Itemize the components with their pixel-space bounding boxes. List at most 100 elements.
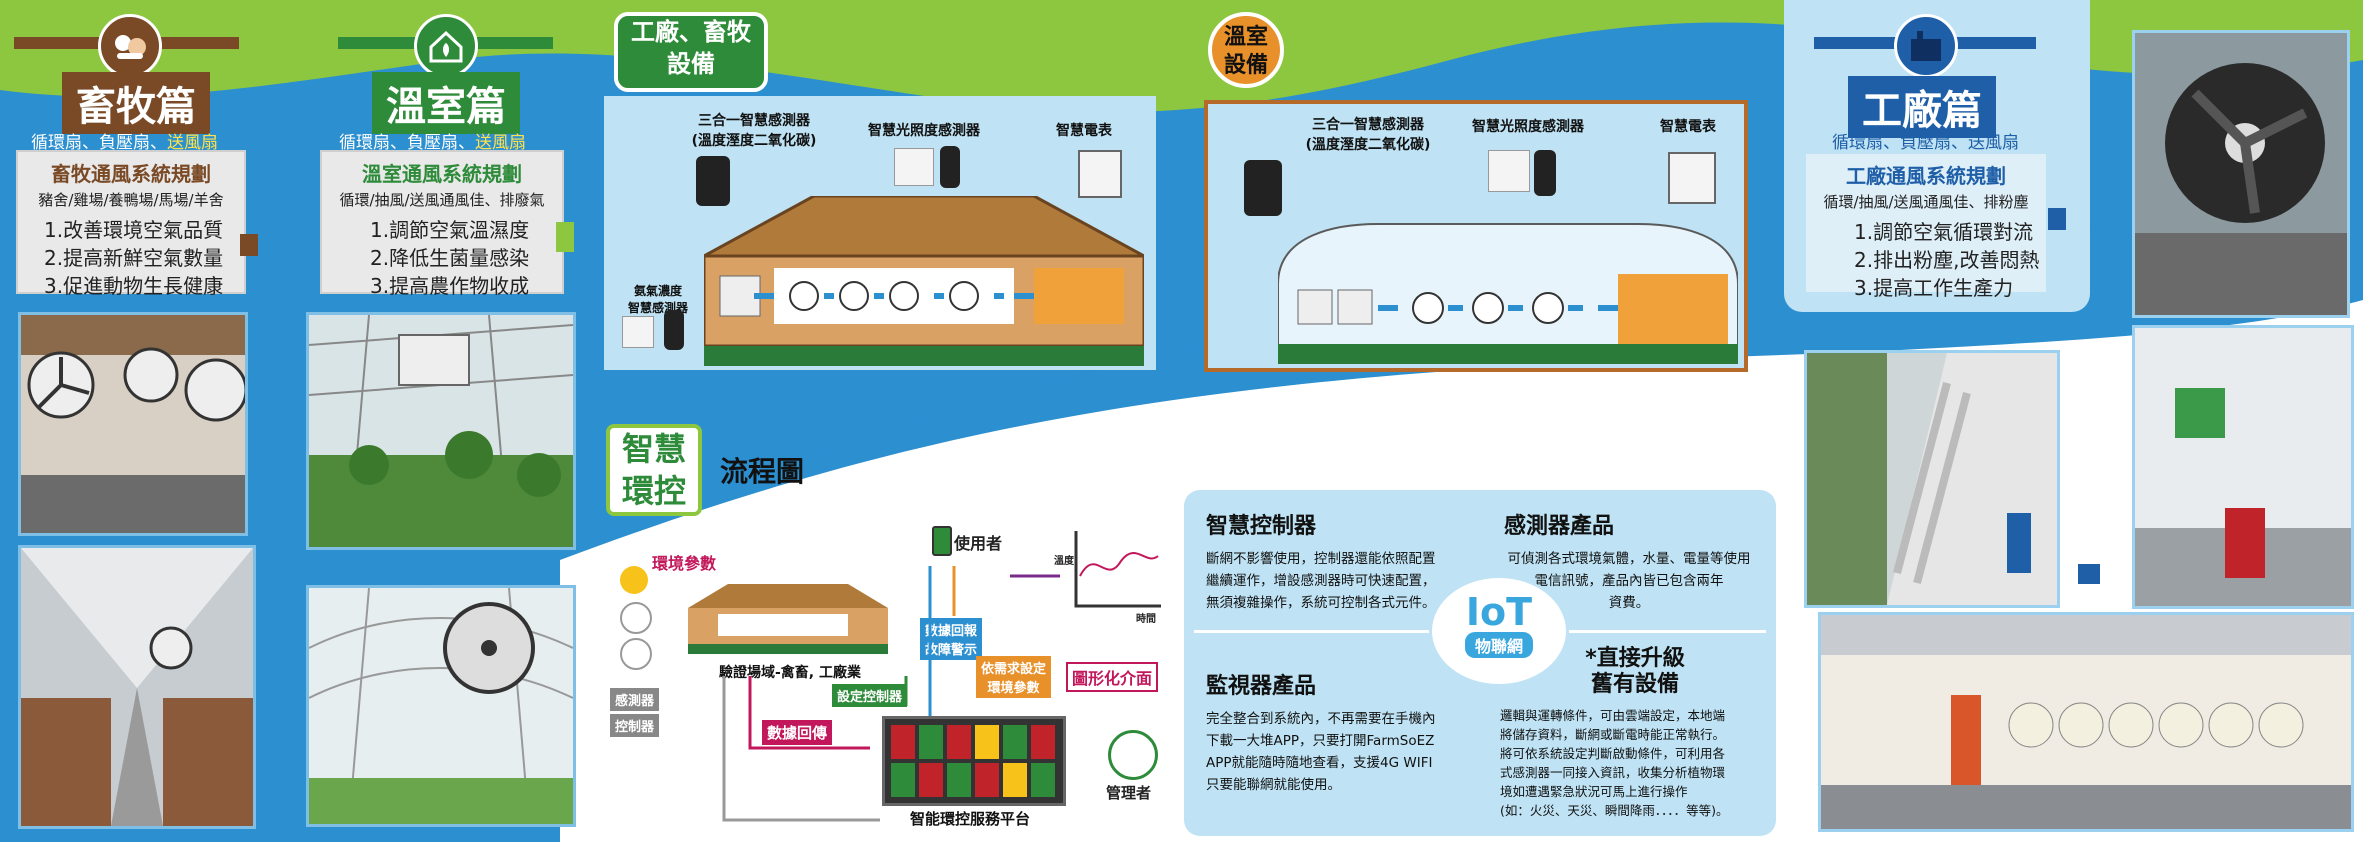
smart-control-badge: 智慧 環控 xyxy=(606,424,702,516)
label-line: 三合一智慧感測器 xyxy=(1312,117,1424,133)
greenhouse-fan-types: 循環扇、負壓扇、送風扇 xyxy=(325,128,540,153)
text-line: 無須複雜操作，系統可控制各式元件。 xyxy=(1206,595,1436,611)
badge-line: 溫室 xyxy=(1223,25,1268,50)
upgrade-card: *直接升級 舊有設備 邏輯與運轉條件，可由雲端設定，本地端 將儲存資料，斷網或斷… xyxy=(1500,646,1770,820)
list-item: 3.提高工作生產力 xyxy=(1854,276,2014,300)
label-line: (溫度溼度二氧化碳) xyxy=(691,133,817,149)
greenhouse-plan-panel: 溫室通風系統規劃 循環/抽風/送風通風佳、排廢氣 1.調節空氣溫濕度 2.降低生… xyxy=(322,152,562,298)
light-sensor-probe-icon xyxy=(940,146,960,188)
text-line: 電信訊號，產品內皆已包含兩年 xyxy=(1534,573,1724,589)
monitor-title: 監視器產品 xyxy=(1206,674,1317,699)
text-line: 下載一大堆APP，只要打開FarmSoEZ xyxy=(1206,733,1435,749)
greenhouse-equipment-badge: 溫室 設備 xyxy=(1208,12,1284,88)
factory-corridor-fans-photo xyxy=(1804,350,2060,608)
factory-corridor-accent-square xyxy=(2078,564,2100,584)
env-params-label: 環境參數 xyxy=(652,554,717,573)
label-line: 依需求設定 xyxy=(981,662,1047,677)
livestock-benefits-list: 1.改善環境空氣品質 2.提高新鮮空氣數量 3.促進動物生長健康 xyxy=(18,216,244,300)
greenhouse-title: 溫室篇 xyxy=(372,72,520,134)
list-item: 2.排出粉塵,改善悶熱 xyxy=(1854,248,2040,272)
phone-icon xyxy=(932,526,952,556)
greenhouse-plants-fan-photo xyxy=(306,312,576,550)
text-line: 完全整合到系統內，不再需要在手機內 xyxy=(1206,711,1436,727)
iot-badge: IoT 物聯網 xyxy=(1432,578,1566,684)
greenhouse-accent-square xyxy=(556,222,574,252)
list-item: 1.改善環境空氣品質 xyxy=(44,218,224,242)
flow-chart-title: 流程圖 xyxy=(720,455,805,488)
list-item: 2.降低生菌量感染 xyxy=(370,246,530,270)
badge-line: 設備 xyxy=(1223,53,1268,78)
title-line: *直接升級 xyxy=(1585,646,1685,671)
cow-pig-icon xyxy=(98,14,162,78)
flow-diagram: 環境參數 驗證場域-禽畜, 工廠業 感測器 控制器 使用者 溫度 時間 數據回報… xyxy=(610,526,1170,836)
factory-accent-square xyxy=(2048,208,2066,230)
text-line: 斷網不影響使用，控制器還能依照配置 xyxy=(1206,551,1436,567)
sun-icon xyxy=(620,566,648,594)
monitor-card: 監視器產品 完全整合到系統內，不再需要在手機內 下載一大堆APP，只要打開Far… xyxy=(1206,668,1468,796)
light-sensor-label: 智慧光照度感測器 xyxy=(1472,119,1584,135)
label-line: 三合一智慧感測器 xyxy=(698,113,810,129)
ammonia-sensor-probe-icon xyxy=(664,310,684,350)
factory-livestock-equipment-badge: 工廠、畜牧 設備 xyxy=(614,12,768,92)
three-in-one-sensor-icon xyxy=(1244,160,1282,216)
factory-building-icon xyxy=(1894,14,1958,78)
text-line: 境如遭遇緊急狀況可馬上進行操作 xyxy=(1500,784,1688,799)
livestock-plan-title: 畜牧通風系統規劃 xyxy=(51,162,211,186)
livestock-fan-types-a: 循環扇、負壓扇 xyxy=(31,133,150,153)
platform-label: 智能環控服務平台 xyxy=(909,810,1030,828)
livestock-fan-types-sep: 、 xyxy=(150,133,167,153)
list-item: 2.提高新鮮空氣數量 xyxy=(44,246,224,270)
barn-mini-illustration xyxy=(688,584,888,654)
livestock-fan-types-b: 送風扇 xyxy=(167,133,218,153)
user-label: 使用者 xyxy=(954,534,1003,553)
three-in-one-sensor-label: 三合一智慧感測器 (溫度溼度二氧化碳) xyxy=(654,110,854,150)
light-sensor-icon xyxy=(1488,150,1530,192)
livestock-plan-panel: 畜牧通風系統規劃 豬舍/雞場/養鴨場/馬場/羊舍 1.改善環境空氣品質 2.提高… xyxy=(18,152,244,298)
upgrade-title: *直接升級 舊有設備 xyxy=(1500,646,1770,698)
smart-meter-icon xyxy=(1078,150,1122,198)
label-line: 智慧感測器 xyxy=(627,301,688,315)
factory-title: 工廠篇 xyxy=(1848,76,1996,138)
flow-arrows xyxy=(722,566,1060,822)
three-in-one-sensor-label: 三合一智慧感測器 (溫度溼度二氧化碳) xyxy=(1268,114,1468,154)
list-item: 1.調節空氣循環對流 xyxy=(1854,220,2034,244)
factory-large-fan-photo xyxy=(2132,30,2350,318)
ammonia-sensor-label: 氨氣濃度 智慧感測器 xyxy=(618,282,698,316)
greenhouse-fan-types-a: 循環扇、負壓扇 xyxy=(339,133,458,153)
text-line: 資費。 xyxy=(1608,595,1650,611)
livestock-barn-fans-photo xyxy=(18,312,248,536)
list-item: 3.提高農作物收成 xyxy=(370,274,530,298)
trend-chart-icon xyxy=(1074,531,1161,608)
text-line: 可偵測各式環境氣體，水量、電量等使用 xyxy=(1507,551,1751,567)
controller-title: 智慧控制器 xyxy=(1206,514,1317,539)
barn-building-illustration xyxy=(704,196,1144,366)
platform-dashboard-icon xyxy=(882,716,1066,806)
site-label: 驗證場域-禽畜, 工廠業 xyxy=(718,665,861,681)
controller-card: 智慧控制器 斷網不影響使用，控制器還能依照配置 繼續運作，增設感測器時可快速配置… xyxy=(1206,508,1456,614)
factory-wall-fan-forklift-photo xyxy=(2132,325,2354,609)
text-line: 繼續運作，增設感測器時可快速配置， xyxy=(1206,573,1436,589)
humidity-axis-label: 溫度 xyxy=(1054,556,1074,567)
factory-fan-types-sep: 、 xyxy=(1951,133,1968,153)
label-line: (溫度溼度二氧化碳) xyxy=(1305,137,1431,153)
sensor-card: 感測器產品 可偵測各式環境氣體，水量、電量等使用 電信訊號，產品內皆已包含兩年 … xyxy=(1494,508,1764,614)
label-line: 環境參數 xyxy=(987,681,1040,696)
factory-fan-types-b: 送風扇 xyxy=(1968,133,2019,153)
set-controller-label: 設定控制器 xyxy=(832,684,908,707)
iot-sub-text: 物聯網 xyxy=(1464,632,1533,658)
badge-line: 設備 xyxy=(667,50,715,78)
smart-meter-label: 智慧電表 xyxy=(1056,123,1112,139)
text-line: 式感測器一同接入資訊，收集分析植物環 xyxy=(1500,765,1726,780)
greenhouse-plan-scope: 循環/抽風/送風通風佳、排廢氣 xyxy=(339,191,545,209)
title-line: 舊有設備 xyxy=(1590,672,1679,697)
livestock-chicken-house-photo xyxy=(18,545,256,829)
text-line: (如：火災、天災、瞬間降雨．．．．等等)。 xyxy=(1500,803,1729,818)
greenhouse-plan-title: 溫室通風系統規劃 xyxy=(362,162,522,186)
livestock-accent-square xyxy=(240,234,258,256)
factory-fan-types: 循環扇、負壓扇、送風扇 xyxy=(1818,128,2033,153)
light-sensor-icon xyxy=(894,148,934,186)
factory-plan-scope: 循環/抽風/送風通風佳、排粉塵 xyxy=(1823,193,2029,211)
wind-icon xyxy=(620,638,652,670)
greenhouse-home-icon xyxy=(414,14,478,78)
light-sensor-probe-icon xyxy=(1534,150,1556,196)
